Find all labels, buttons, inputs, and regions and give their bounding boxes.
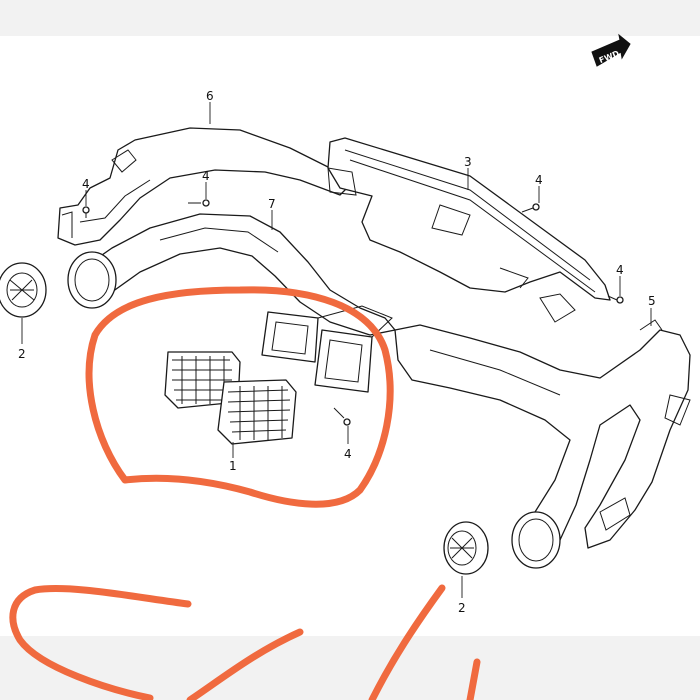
screw-4e-icon (333, 407, 351, 426)
duct-outlet-ring-right (511, 511, 561, 569)
fwd-direction-icon: FWD (591, 33, 631, 67)
callout-4c: 4 (535, 173, 543, 187)
top-frame-bar (0, 0, 700, 36)
orange-highlight-circle (85, 286, 394, 508)
callout-3: 3 (464, 155, 472, 169)
screw-4a-icon (82, 206, 90, 218)
callout-2-left: 2 (18, 347, 26, 361)
screw-4c-icon (521, 203, 540, 213)
screw-4d-icon (607, 295, 624, 304)
round-vent-2-left (0, 262, 47, 318)
callout-4a: 4 (82, 177, 90, 191)
callout-4d: 4 (616, 263, 624, 277)
callout-4e: 4 (344, 447, 352, 461)
callout-7: 7 (268, 197, 276, 211)
callout-5: 5 (648, 294, 656, 308)
callout-2-right: 2 (458, 601, 466, 615)
callout-4b: 4 (202, 169, 210, 183)
round-vent-2-right (443, 521, 489, 575)
duct-5 (394, 293, 691, 561)
leader-lines (21, 102, 652, 598)
center-outlet-housing (261, 305, 393, 393)
duct-7 (91, 213, 396, 336)
duct-6 (57, 127, 351, 246)
callout-6: 6 (206, 89, 214, 103)
callout-1: 1 (229, 459, 237, 473)
center-vent-1 (164, 351, 297, 445)
duct-outlet-ring-left (67, 251, 117, 309)
orange-scribble-bottom (9, 584, 481, 700)
screw-4b-icon (188, 199, 210, 207)
center-panel-3 (327, 137, 611, 301)
